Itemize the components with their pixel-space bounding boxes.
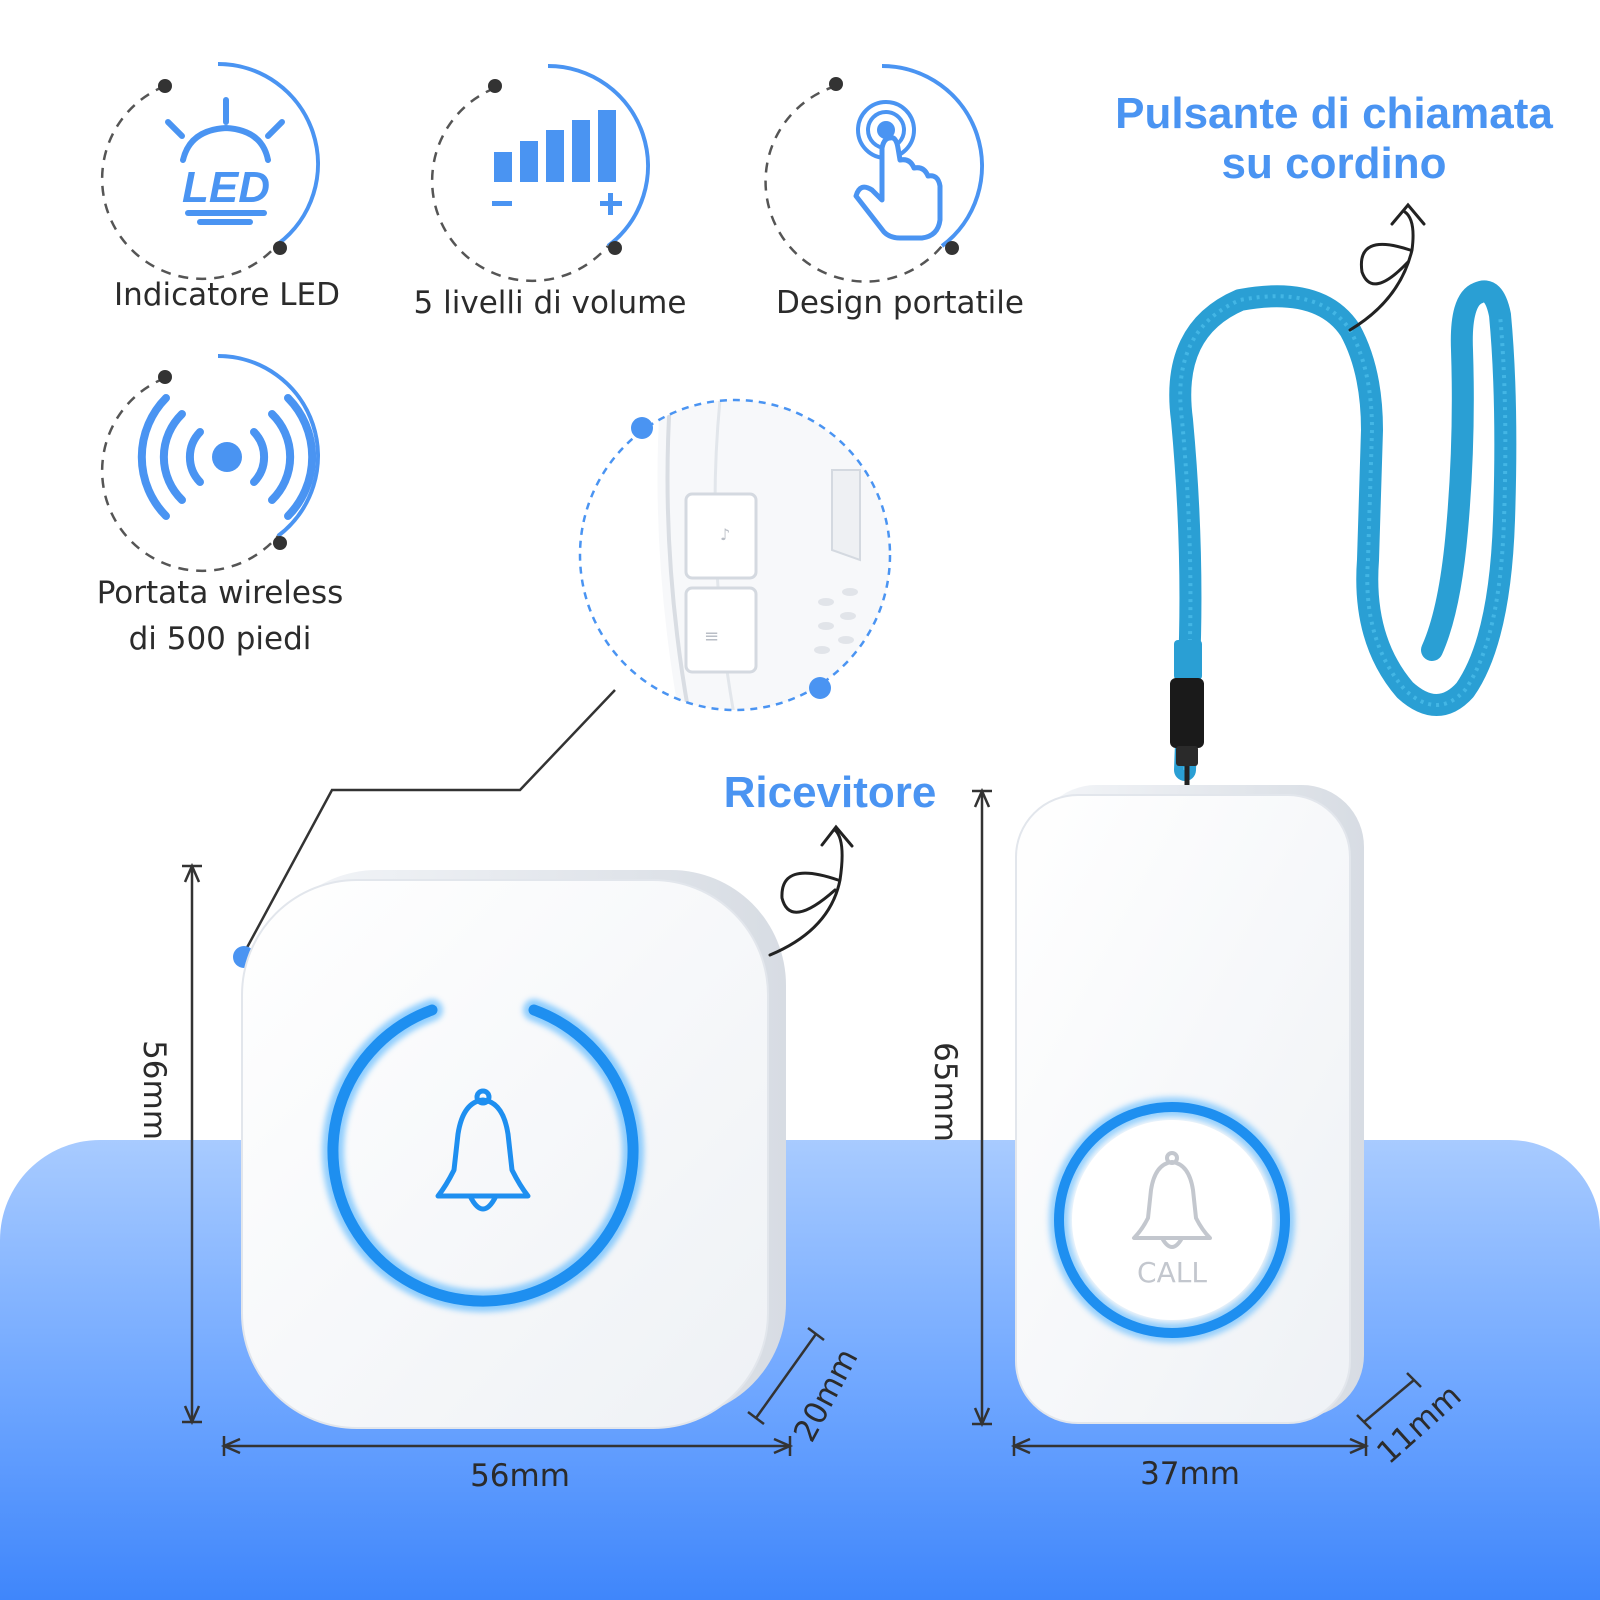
wireless-signal-icon — [137, 394, 317, 520]
receiver-height-label: 56mm — [136, 1040, 172, 1140]
ring-dot — [488, 79, 502, 93]
feature-wireless — [100, 354, 320, 573]
icon-ring-arc — [217, 62, 320, 246]
icon-ring-dashed — [764, 84, 943, 283]
transmitter-heading-line1: Pulsante di chiamata — [1115, 89, 1553, 138]
led-icon-text: LED — [182, 163, 270, 212]
transmitter-arrow — [1348, 202, 1426, 332]
bell-icon — [435, 1088, 531, 1212]
transmitter-device: CALL — [1015, 785, 1364, 1424]
icon-ring-dashed — [430, 86, 609, 283]
ring-dot — [158, 79, 172, 93]
transmitter-width-label: 37mm — [1140, 1456, 1240, 1492]
transmitter-height-label: 65mm — [927, 1042, 963, 1142]
ring-dot — [158, 370, 172, 384]
ring-dot — [273, 241, 287, 255]
transmitter-heading-line2: su cordino — [1221, 139, 1447, 188]
feature-wireless-label-line1: Portata wireless — [96, 575, 344, 611]
icon-ring-dashed — [100, 84, 279, 281]
icon-ring-arc — [217, 354, 320, 538]
bell-icon — [1132, 1151, 1212, 1249]
ring-dot — [273, 536, 287, 550]
receiver-width-label: 56mm — [470, 1458, 570, 1494]
dimension-lines — [182, 787, 1422, 1456]
icon-ring-dashed — [100, 376, 279, 573]
volume-levels-icon — [492, 110, 622, 215]
ring-dot — [829, 77, 843, 91]
feature-led: LED — [100, 62, 320, 281]
transmitter-depth-label: 11mm — [1370, 1378, 1468, 1472]
touch-button-icon — [853, 100, 943, 241]
receiver-heading: Ricevitore — [723, 768, 937, 817]
feature-portable-label: Design portatile — [776, 285, 1024, 321]
receiver-arrow — [768, 824, 854, 957]
feature-portable — [764, 64, 984, 283]
ring-dot — [608, 241, 622, 255]
call-button-text: CALL — [1137, 1256, 1207, 1289]
ring-dot — [945, 241, 959, 255]
svg-text:♪: ♪ — [720, 525, 730, 544]
icon-ring-arc — [547, 64, 650, 248]
feature-volume-label: 5 livelli di volume — [413, 285, 687, 321]
icon-ring-arc — [881, 64, 984, 248]
lanyard — [1169, 280, 1517, 800]
receiver-device — [241, 870, 786, 1429]
led-icon — [165, 97, 285, 225]
svg-text:≡: ≡ — [704, 626, 719, 647]
feature-wireless-label-line2: di 500 piedi — [128, 621, 312, 657]
feature-volume — [430, 64, 650, 283]
feature-led-label: Indicatore LED — [114, 277, 340, 313]
